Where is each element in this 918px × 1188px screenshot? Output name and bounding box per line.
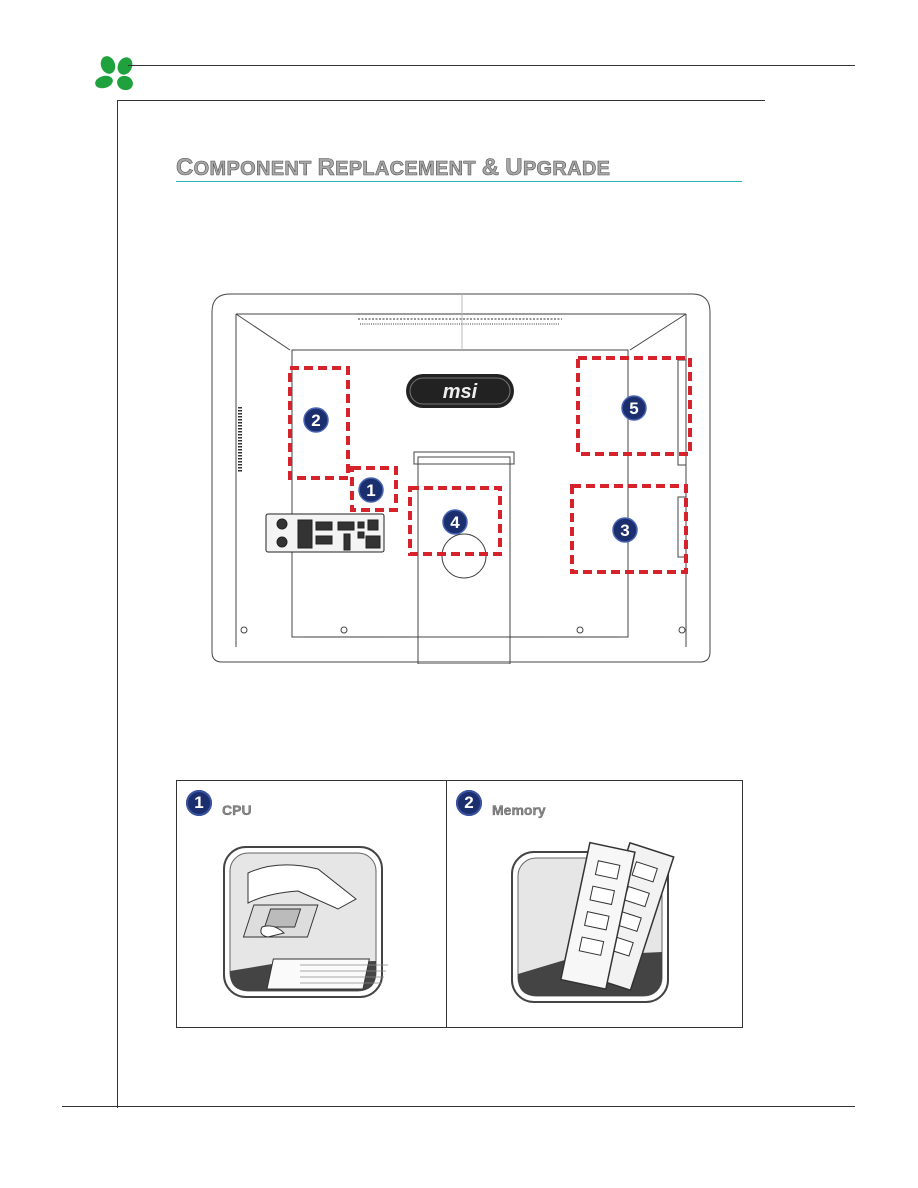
component-table bbox=[176, 780, 743, 1028]
memory-callout-box bbox=[288, 366, 350, 480]
area5-callout-box bbox=[576, 356, 692, 456]
brand-logo-plate: msi bbox=[406, 374, 514, 408]
cpu-callout-box bbox=[350, 466, 398, 512]
callout-badge-4: 4 bbox=[442, 509, 468, 535]
cpu-label: CPU bbox=[222, 802, 252, 818]
memory-illustration bbox=[511, 841, 675, 1003]
io-panel bbox=[265, 513, 385, 553]
area3-callout-box bbox=[570, 484, 688, 574]
clover-logo-icon bbox=[95, 56, 133, 91]
memory-label: Memory bbox=[492, 802, 546, 818]
rear-view-diagram: msi 1 2 3 4 5 bbox=[211, 293, 711, 664]
margin-rule bbox=[117, 100, 118, 1108]
svg-text:4: 4 bbox=[450, 513, 460, 532]
component-table-divider bbox=[446, 780, 447, 1028]
svg-text:2: 2 bbox=[311, 411, 320, 430]
cpu-illustration bbox=[223, 846, 388, 998]
memory-number-badge: 2 bbox=[456, 790, 482, 816]
header-rule bbox=[128, 65, 855, 66]
callout-badge-1: 1 bbox=[358, 477, 384, 503]
cpu-number-badge: 1 bbox=[186, 790, 212, 816]
section-title-underline bbox=[176, 181, 742, 182]
callout-badge-2: 2 bbox=[303, 407, 329, 433]
svg-text:1: 1 bbox=[366, 481, 375, 500]
header-rule-inner bbox=[118, 100, 765, 101]
svg-text:msi: msi bbox=[443, 381, 478, 403]
footer-rule bbox=[62, 1106, 855, 1107]
area4-callout-box bbox=[408, 486, 502, 556]
svg-text:5: 5 bbox=[629, 399, 638, 418]
section-title: COMPONENT REPLACEMENT & UPGRADE bbox=[176, 154, 611, 182]
callout-badge-5: 5 bbox=[621, 395, 647, 421]
svg-text:3: 3 bbox=[620, 521, 629, 540]
callout-badge-3: 3 bbox=[612, 517, 638, 543]
